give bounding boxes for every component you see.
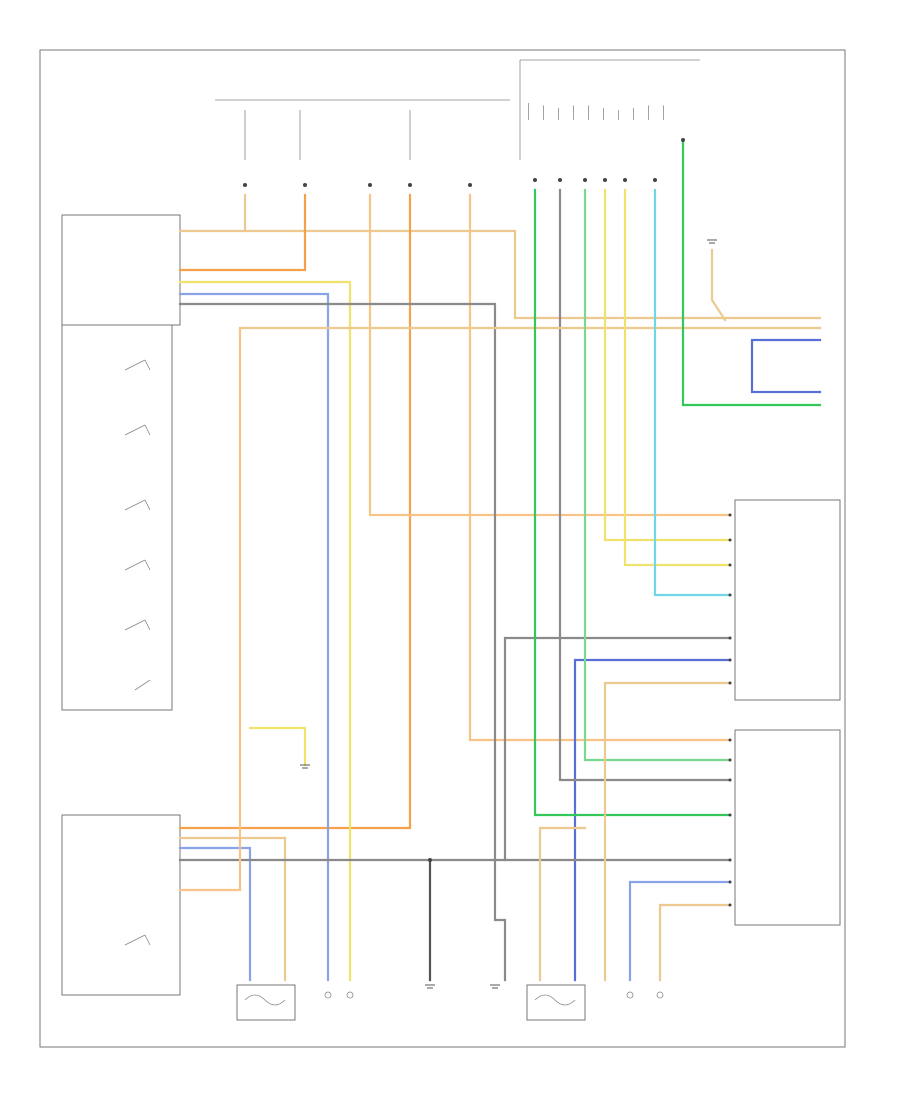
svg-text:━━━━━━: ━━━━━━	[646, 105, 651, 121]
connector-header-labels: ━━━━━━━ ━━━━━━ ━━━━━ ━━━━━━ ━━━━━━ ━━━━━…	[526, 103, 666, 121]
svg-text:━━━━: ━━━━	[616, 110, 621, 121]
svg-text:━━━━━━: ━━━━━━	[571, 105, 576, 121]
wire-tan-right-lower	[658, 903, 732, 982]
diagram-frame	[39, 49, 846, 1048]
wire-yellow-hvac	[178, 280, 352, 982]
left-rear-heater-box	[526, 984, 586, 1021]
svg-text:━━━━━━: ━━━━━━	[586, 105, 591, 121]
wire-orange-b	[178, 193, 412, 830]
wire-tan-top	[178, 229, 822, 320]
wire-blue-loop	[750, 338, 822, 394]
seat-switch-panel	[61, 324, 173, 711]
lower-left-module	[61, 814, 181, 996]
wire-gray-vertical	[558, 188, 732, 782]
svg-text:━━━━━: ━━━━━	[601, 107, 606, 121]
wire-tan-left-rear	[538, 826, 587, 982]
wire-blue-main	[178, 292, 330, 982]
wire-light-orange-d	[468, 193, 732, 742]
wire-green-right	[681, 138, 822, 407]
wire-blue-right-lower	[628, 880, 732, 982]
svg-text:━━━━━━━: ━━━━━━━	[526, 103, 531, 121]
wire-orange-a	[178, 193, 307, 272]
wire-blue-right	[573, 658, 732, 982]
heater-elements	[244, 991, 664, 1006]
lower-left-switch	[124, 934, 151, 946]
wire-cyan	[653, 188, 732, 597]
svg-text:━━━━━━: ━━━━━━	[541, 105, 546, 121]
switch-symbols	[124, 359, 151, 691]
wire-light-orange-c	[368, 193, 732, 517]
svg-text:━━━━━: ━━━━━	[556, 107, 561, 121]
svg-text:━━━━━━: ━━━━━━	[661, 105, 666, 121]
hvac-module-box	[61, 214, 181, 326]
connector-terminals-modules	[428, 513, 732, 907]
connector-terminals-top	[243, 138, 685, 187]
wire-yellow-1	[603, 188, 732, 542]
wire-green-1	[533, 188, 732, 817]
wire-tan-right	[603, 681, 732, 982]
wire-orange-left-drop	[178, 326, 242, 892]
wire-blue-lower	[178, 846, 252, 982]
wire-tan-lower	[178, 836, 287, 982]
front-passenger-heater-box	[236, 984, 296, 1021]
fuse-block-bracket	[215, 99, 510, 160]
left-heated-seat-module-box	[734, 499, 841, 701]
wire-gray-main	[178, 302, 507, 982]
wire-sensor-top-right	[710, 248, 727, 322]
svg-text:━━━━━: ━━━━━	[631, 107, 636, 121]
ground-symbols	[300, 239, 717, 989]
wire-yellow-switch	[248, 726, 307, 767]
connector-header-frame	[519, 59, 700, 160]
wire-gray-right	[503, 636, 732, 862]
wire-yellow-2	[623, 188, 732, 567]
right-heated-seat-module-box	[734, 729, 841, 926]
wire-green-2	[583, 188, 732, 762]
